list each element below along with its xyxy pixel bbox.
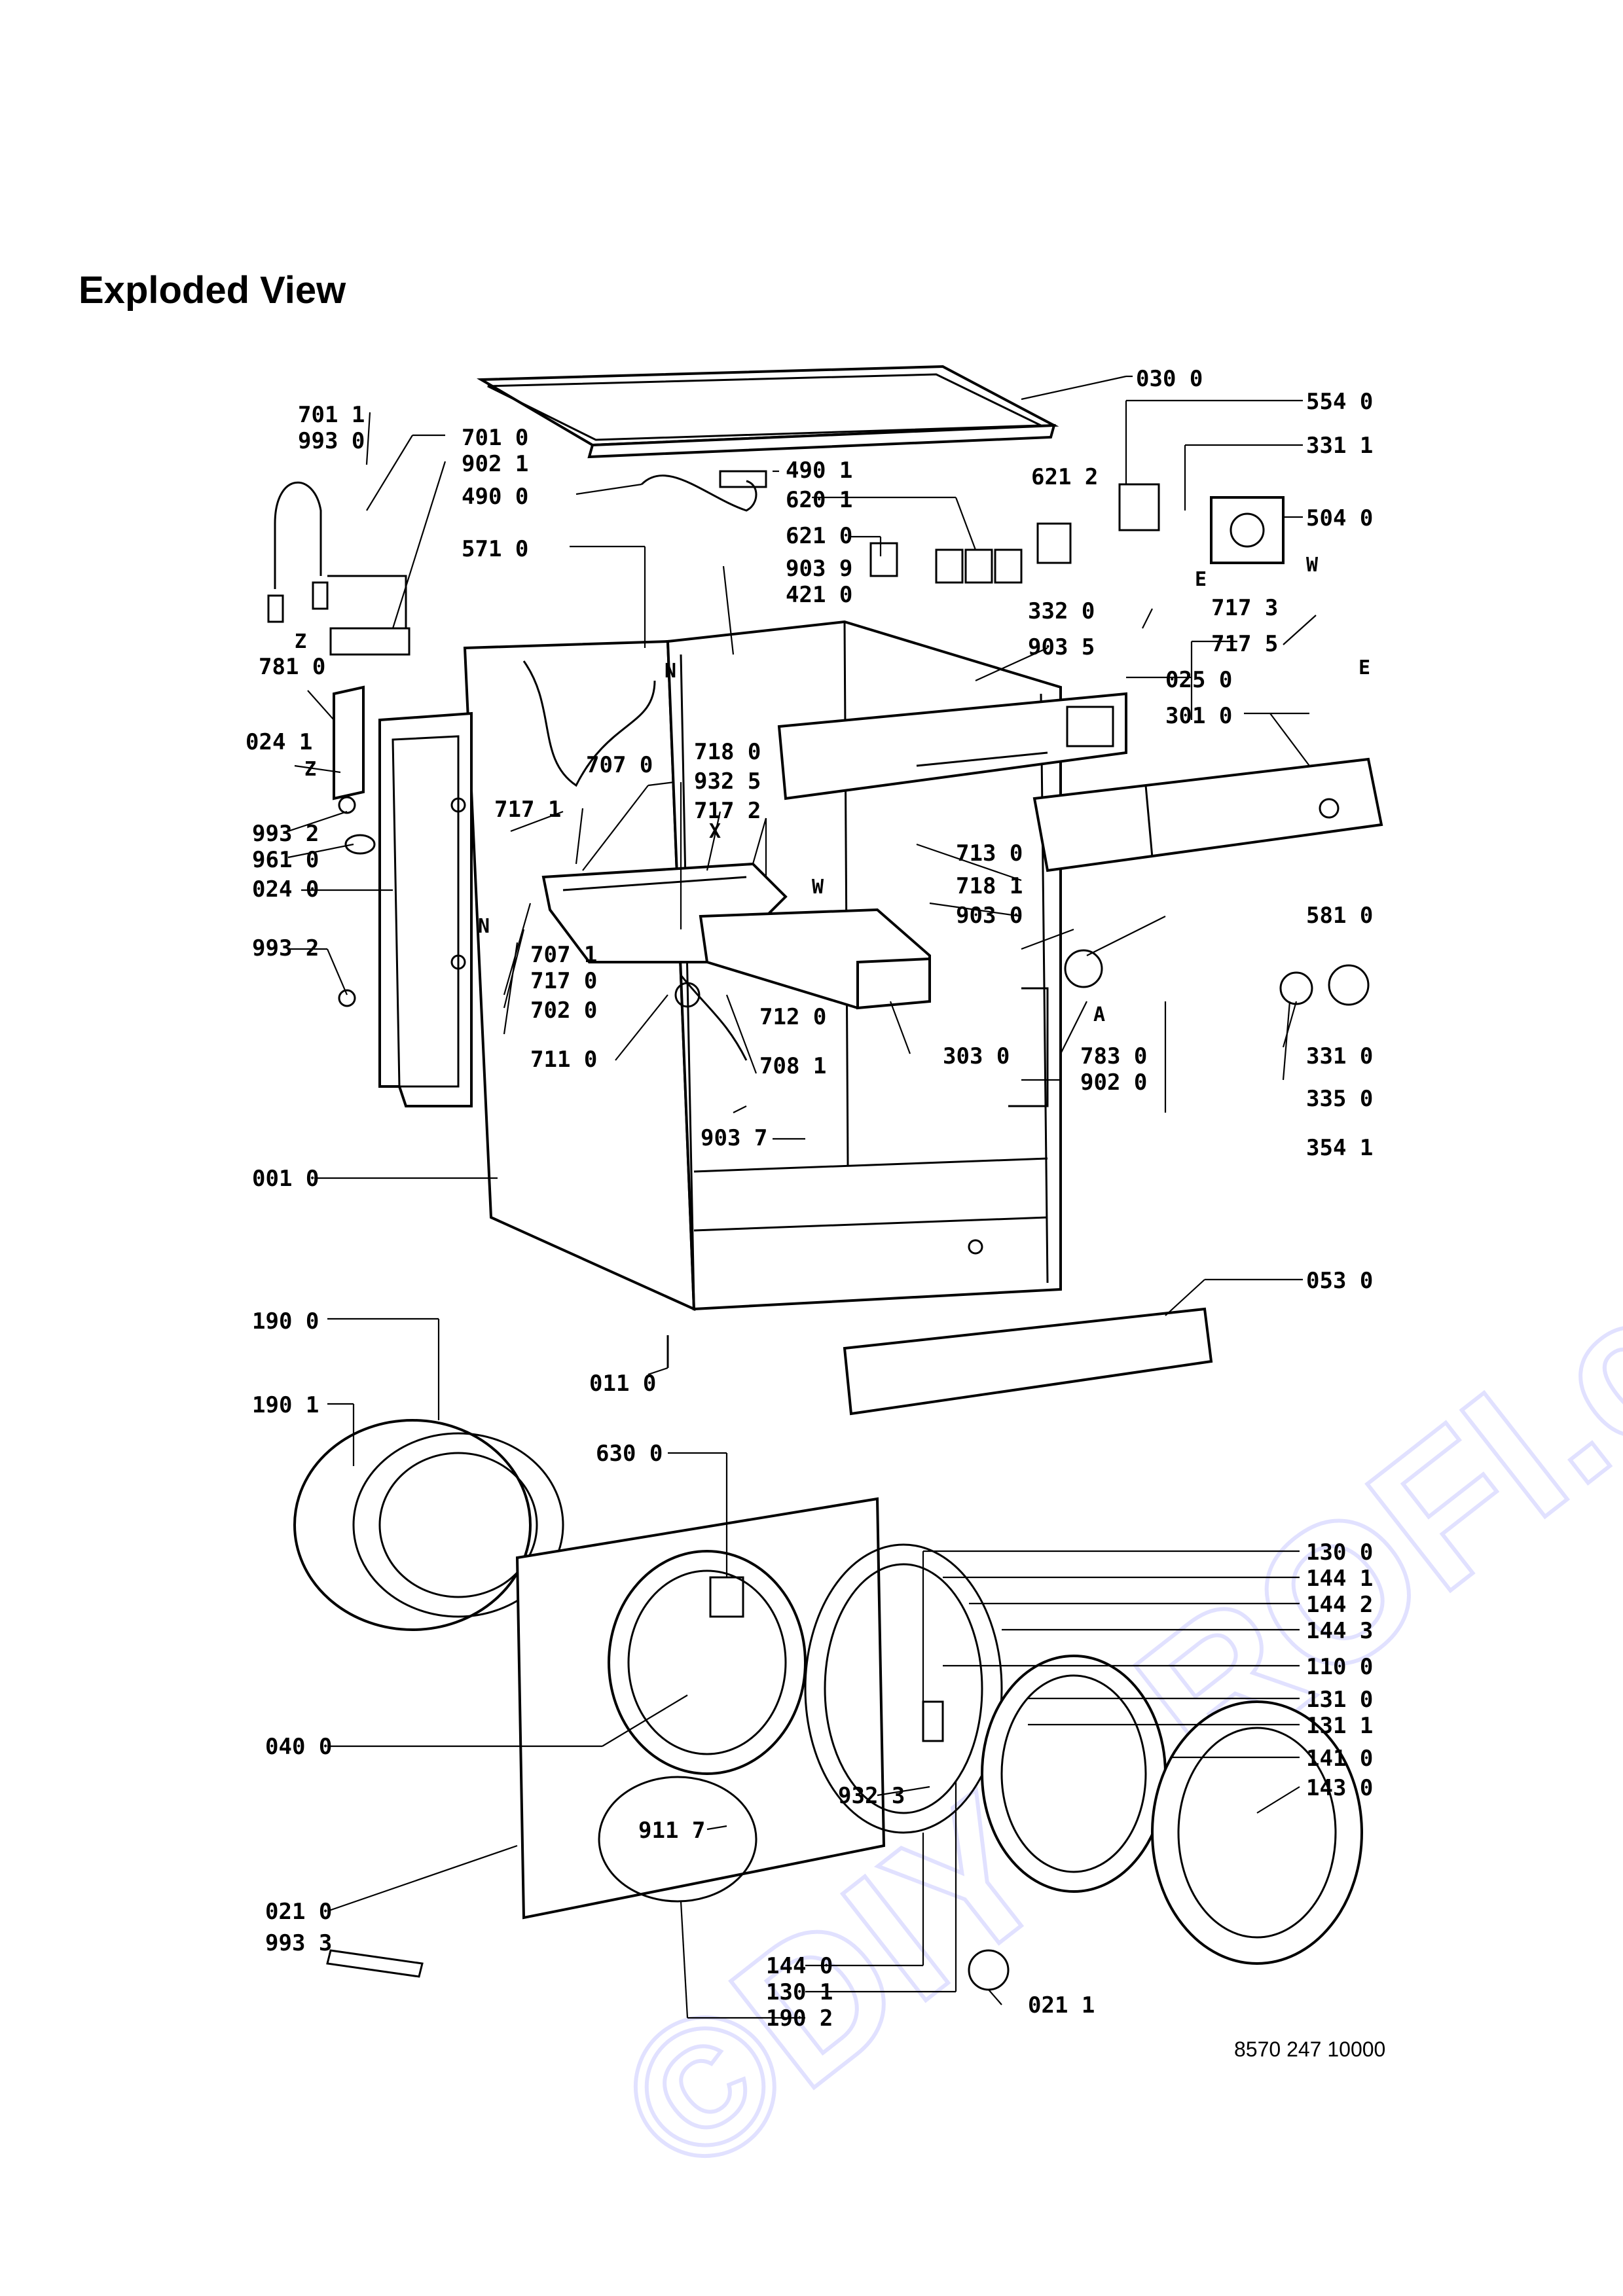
label-903-5: 903 5 xyxy=(1028,634,1095,660)
label-630-0: 630 0 xyxy=(596,1441,663,1467)
label-190-0: 190 0 xyxy=(252,1308,319,1335)
label-932-5: 932 5 xyxy=(694,768,761,795)
label-053-0: 053 0 xyxy=(1306,1268,1373,1294)
label-701-0: 701 0 xyxy=(462,425,528,451)
label-621-2: 621 2 xyxy=(1031,464,1098,490)
label-303-0: 303 0 xyxy=(943,1043,1010,1069)
label-708-1: 708 1 xyxy=(759,1053,826,1079)
label-190-2: 190 2 xyxy=(766,2005,833,2032)
top-panel xyxy=(476,365,1059,459)
marker-x: X xyxy=(709,820,721,843)
label-702-0: 702 0 xyxy=(530,997,597,1024)
label-701-1-a: 701 1 xyxy=(298,402,365,428)
label-011-0: 011 0 xyxy=(589,1371,656,1397)
control-panel xyxy=(777,692,1383,872)
label-024-0: 024 0 xyxy=(252,876,319,903)
label-354-1: 354 1 xyxy=(1306,1135,1373,1161)
marker-e-top: E xyxy=(1195,568,1207,591)
drawing-reference: 8570 247 10000 xyxy=(1234,2037,1385,2061)
label-903-7: 903 7 xyxy=(701,1125,767,1151)
part-labels: 030 0 554 0 331 1 504 0 701 1 993 0 701 … xyxy=(246,366,1373,2032)
detergent-drawer-assembly xyxy=(541,862,931,1061)
label-554-0: 554 0 xyxy=(1306,389,1373,415)
label-911-7: 911 7 xyxy=(638,1818,705,1844)
label-717-5: 717 5 xyxy=(1211,631,1278,657)
label-783-0: 783 0 xyxy=(1080,1043,1147,1069)
marker-w-mid: W xyxy=(812,876,824,899)
label-130-0: 130 0 xyxy=(1306,1539,1373,1566)
marker-n-left: N xyxy=(478,915,490,938)
label-144-2: 144 2 xyxy=(1306,1592,1373,1618)
label-712-0: 712 0 xyxy=(759,1004,826,1030)
label-707-1: 707 1 xyxy=(530,942,597,968)
label-331-1: 331 1 xyxy=(1306,433,1373,459)
label-504-0: 504 0 xyxy=(1306,505,1373,531)
label-993-2-b: 993 2 xyxy=(252,935,319,961)
label-301-0: 301 0 xyxy=(1165,703,1232,729)
label-902-1: 902 1 xyxy=(462,451,528,477)
label-620-1: 620 1 xyxy=(786,487,852,513)
label-903-9: 903 9 xyxy=(786,556,852,582)
label-040-0: 040 0 xyxy=(265,1734,332,1760)
label-143-0: 143 0 xyxy=(1306,1775,1373,1801)
label-421-0: 421 0 xyxy=(786,582,852,608)
label-144-0: 144 0 xyxy=(766,1953,833,1979)
label-021-0: 021 0 xyxy=(265,1899,332,1925)
marker-w-right: W xyxy=(1306,554,1319,577)
label-130-1: 130 1 xyxy=(766,1979,833,2005)
side-panel xyxy=(378,711,473,1107)
label-621-0: 621 0 xyxy=(786,523,852,549)
label-718-0: 718 0 xyxy=(694,739,761,765)
label-993-3: 993 3 xyxy=(265,1930,332,1956)
label-961-0: 961 0 xyxy=(252,847,319,873)
label-717-2: 717 2 xyxy=(694,798,761,824)
letter-markers: N N Z Z E E W W X A xyxy=(295,554,1370,1026)
label-993-0: 993 0 xyxy=(298,428,365,454)
label-141-0: 141 0 xyxy=(1306,1746,1373,1772)
label-110-0: 110 0 xyxy=(1306,1654,1373,1680)
label-993-2-a: 993 2 xyxy=(252,821,319,847)
label-190-1: 190 1 xyxy=(252,1392,319,1418)
marker-z-top: Z xyxy=(295,630,306,653)
label-902-0: 902 0 xyxy=(1080,1069,1147,1096)
label-021-1: 021 1 xyxy=(1028,1992,1095,2018)
label-030-0: 030 0 xyxy=(1136,366,1203,392)
label-717-3: 717 3 xyxy=(1211,595,1278,621)
marker-e-right: E xyxy=(1359,656,1370,679)
label-581-0: 581 0 xyxy=(1306,903,1373,929)
label-144-3: 144 3 xyxy=(1306,1618,1373,1644)
label-024-1: 024 1 xyxy=(246,729,312,755)
label-711-0: 711 0 xyxy=(530,1047,597,1073)
label-332-0: 332 0 xyxy=(1028,598,1095,624)
label-331-0: 331 0 xyxy=(1306,1043,1373,1069)
leader-lines xyxy=(287,375,1317,2019)
label-490-0: 490 0 xyxy=(462,484,528,510)
small-components xyxy=(267,470,1370,1416)
label-131-0: 131 0 xyxy=(1306,1687,1373,1713)
label-571-0: 571 0 xyxy=(462,536,528,562)
page-title: Exploded View xyxy=(79,269,346,312)
label-707-0: 707 0 xyxy=(586,752,653,778)
label-001-0: 001 0 xyxy=(252,1166,319,1192)
label-932-3: 932 3 xyxy=(838,1783,905,1809)
label-718-1: 718 1 xyxy=(956,873,1023,899)
label-025-0: 025 0 xyxy=(1165,667,1232,693)
label-903-0: 903 0 xyxy=(956,903,1023,929)
label-717-1: 717 1 xyxy=(494,797,561,823)
label-781-0: 781 0 xyxy=(259,654,325,680)
marker-z-mid: Z xyxy=(304,758,316,781)
label-717-0: 717 0 xyxy=(530,968,597,994)
label-131-1: 131 1 xyxy=(1306,1713,1373,1739)
label-713-0: 713 0 xyxy=(956,840,1023,867)
label-335-0: 335 0 xyxy=(1306,1086,1373,1112)
front-panel-and-door xyxy=(293,1419,1363,1991)
label-490-1: 490 1 xyxy=(786,457,852,484)
marker-n-top: N xyxy=(665,660,676,683)
marker-a: A xyxy=(1093,1003,1105,1026)
label-144-1: 144 1 xyxy=(1306,1566,1373,1592)
